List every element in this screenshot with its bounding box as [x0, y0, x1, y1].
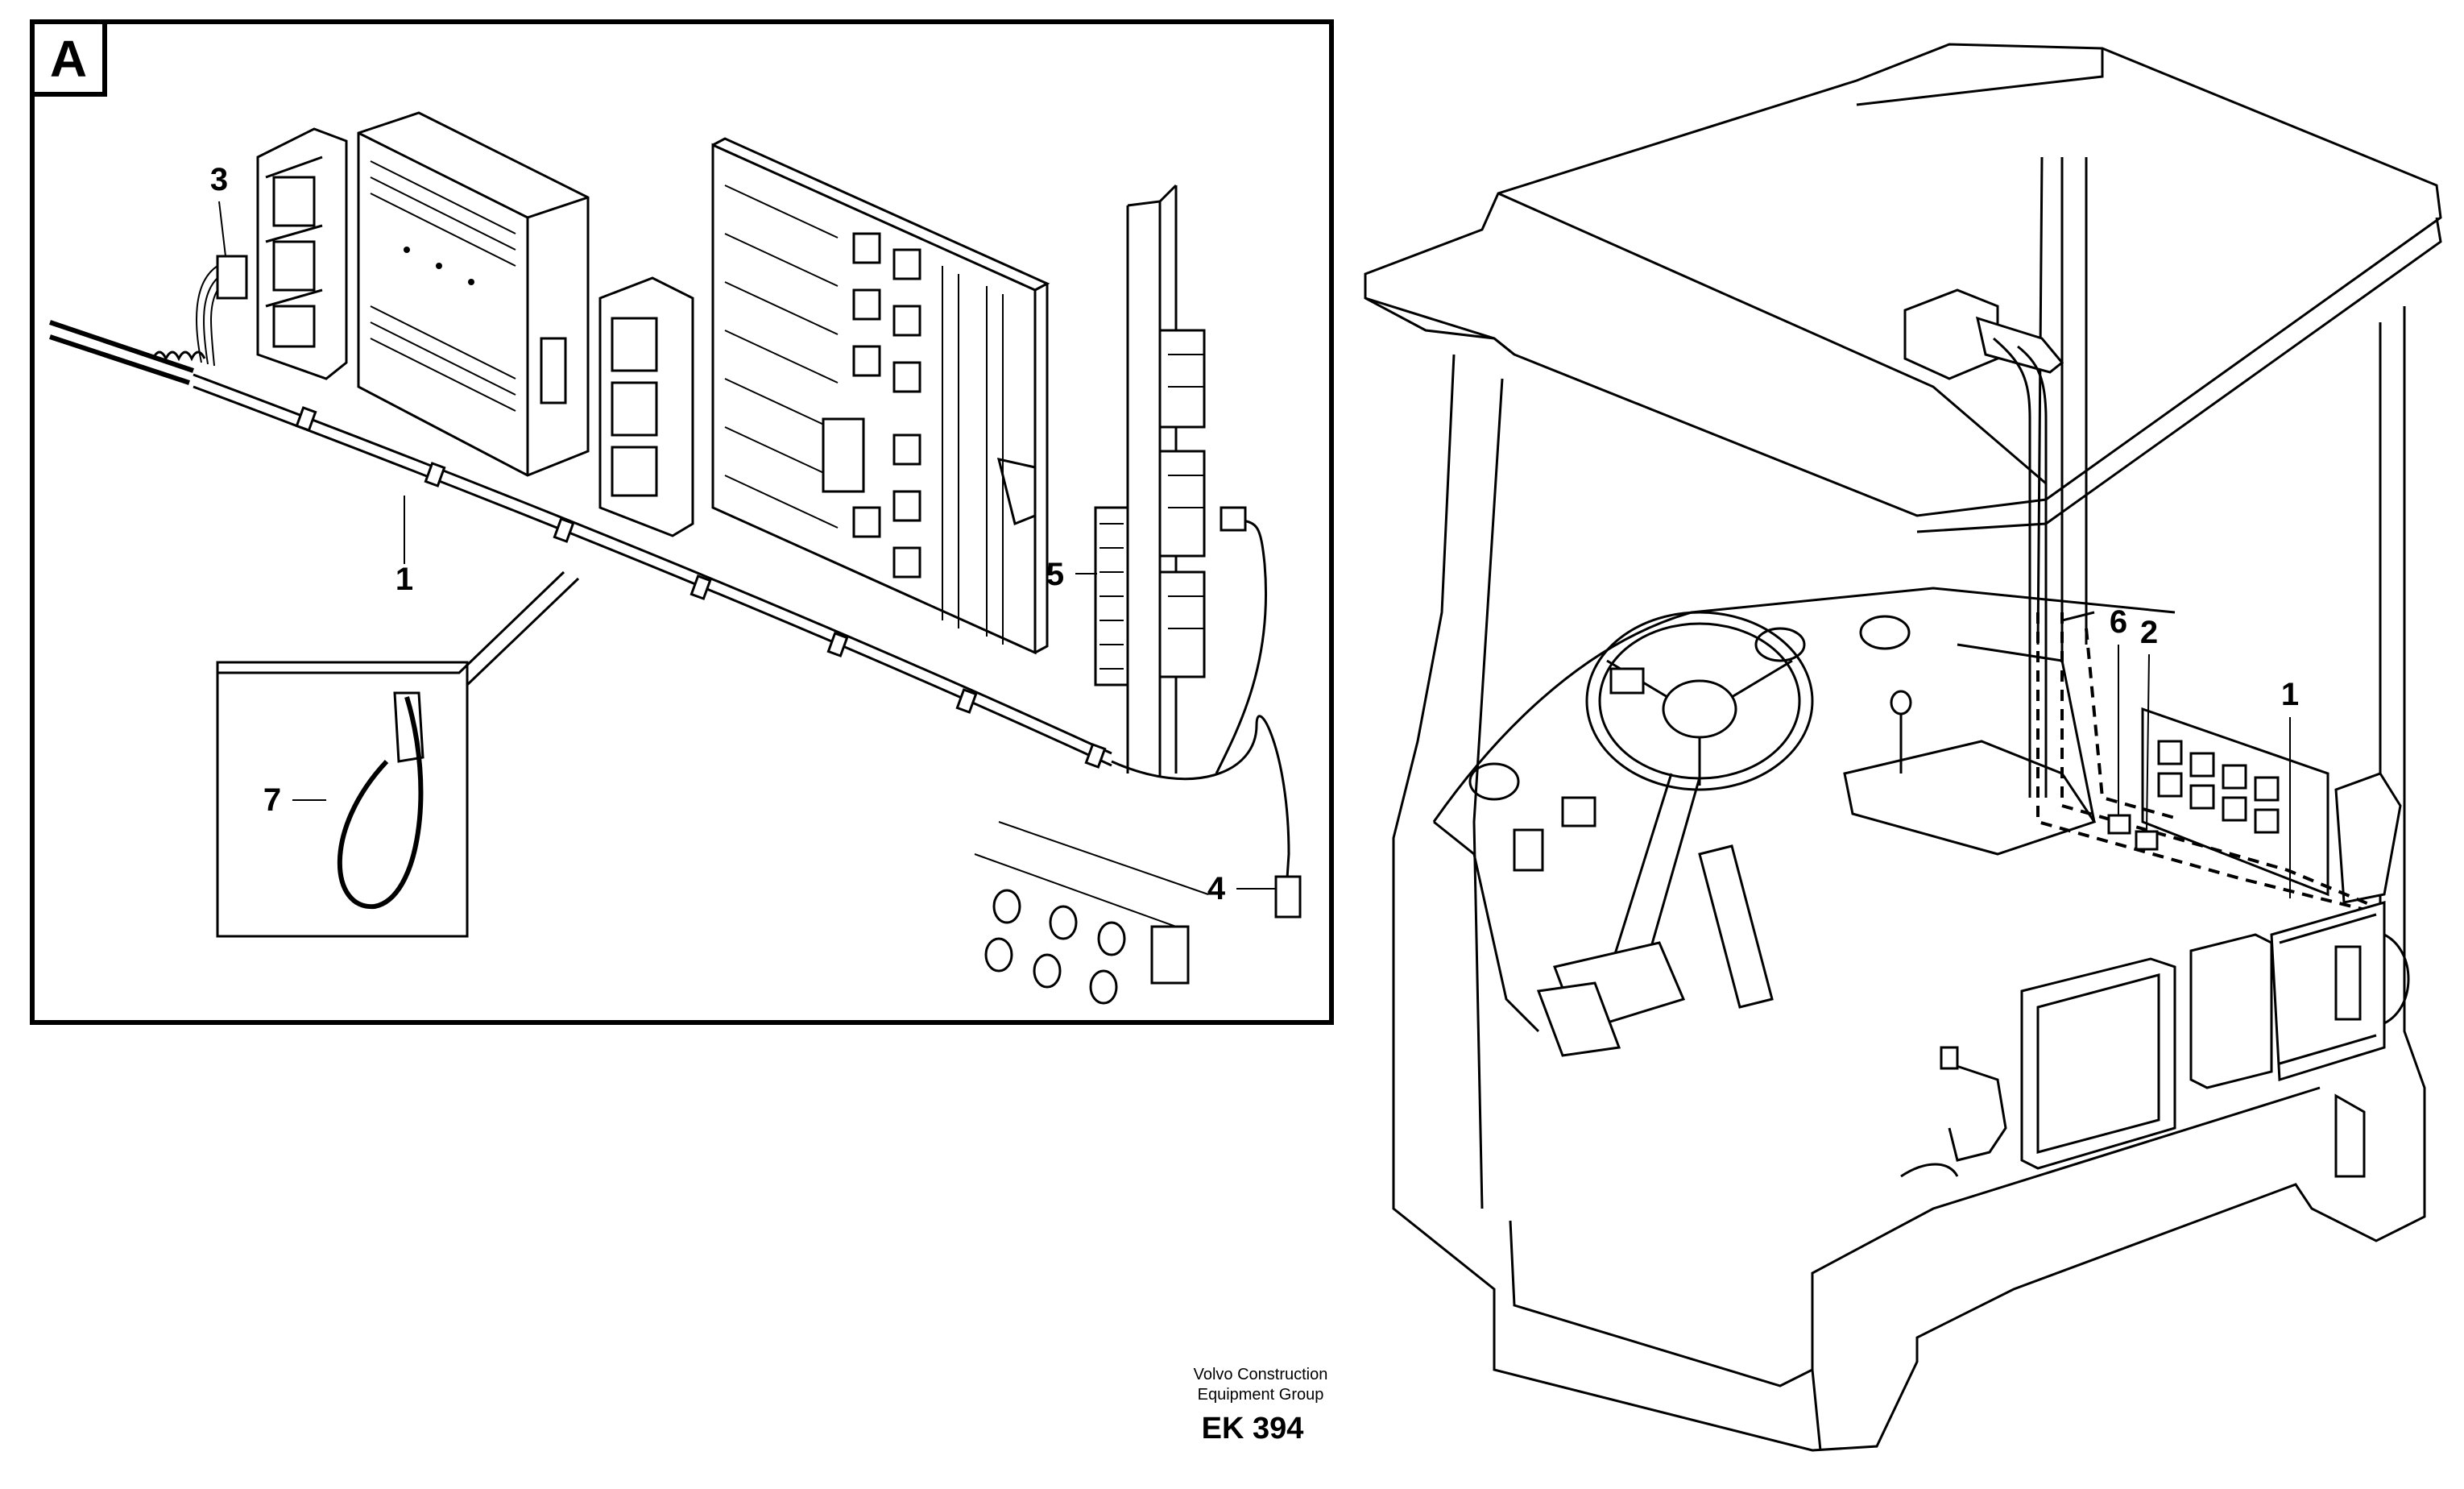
cab-control-units [2020, 901, 2410, 1170]
callout-2: 2 [2140, 615, 2158, 650]
cable-tie-icon [337, 691, 424, 910]
detail-frame [30, 19, 1334, 1025]
cab-view: 6 2 1 [1364, 43, 2442, 1452]
callout-1-cab: 1 [2281, 677, 2299, 712]
switch-panel [2141, 707, 2402, 904]
floor-panel [974, 821, 1209, 1005]
credit-line-1: Volvo Construction [1194, 1366, 1328, 1383]
callout-3: 3 [210, 162, 228, 197]
relay-blocks [852, 232, 921, 579]
figure-code: EK 394 [1202, 1412, 1304, 1445]
callout-5: 5 [1046, 557, 1064, 592]
cab-wiring-lower [1900, 1046, 2007, 1178]
callout-6: 6 [2110, 604, 2127, 640]
callouts-cab: 6 2 1 [2110, 604, 2299, 898]
switch-connectors [1094, 329, 1206, 686]
cab-posts [2036, 156, 2088, 645]
fuse-rows [724, 185, 1004, 645]
bracket-left [256, 127, 348, 380]
connector-5-plug [1220, 506, 1247, 532]
relay-board [711, 137, 1050, 655]
cable-clips [295, 406, 1107, 769]
detail-letter: A [50, 30, 87, 88]
bracket-middle [598, 276, 694, 537]
roof-control-unit [1903, 288, 2064, 798]
connector-6 [2107, 814, 2131, 835]
cab-body [1392, 306, 2426, 1452]
callout-1: 1 [395, 562, 413, 597]
control-unit [357, 111, 590, 477]
detail-letter-box [30, 19, 107, 97]
credit-line-2: Equipment Group [1198, 1386, 1324, 1404]
dashboard [1432, 587, 2176, 1033]
connector-3 [196, 255, 248, 367]
detail-view-a: A [30, 19, 1334, 1025]
callout-4: 4 [1207, 871, 1226, 906]
cable-tie-inset [216, 570, 580, 938]
cab-roof [1364, 43, 2442, 533]
connector-2 [2135, 830, 2159, 851]
steering-wheel [1585, 611, 1814, 791]
callouts-detail: 1 3 4 5 7 [210, 162, 1276, 906]
callout-7: 7 [263, 782, 281, 818]
connector-4 [1274, 875, 1302, 919]
steering-column [1536, 773, 1774, 1057]
cable-harness [49, 320, 1290, 879]
credit-block: Volvo Construction Equipment Group EK 39… [1194, 1366, 1328, 1445]
